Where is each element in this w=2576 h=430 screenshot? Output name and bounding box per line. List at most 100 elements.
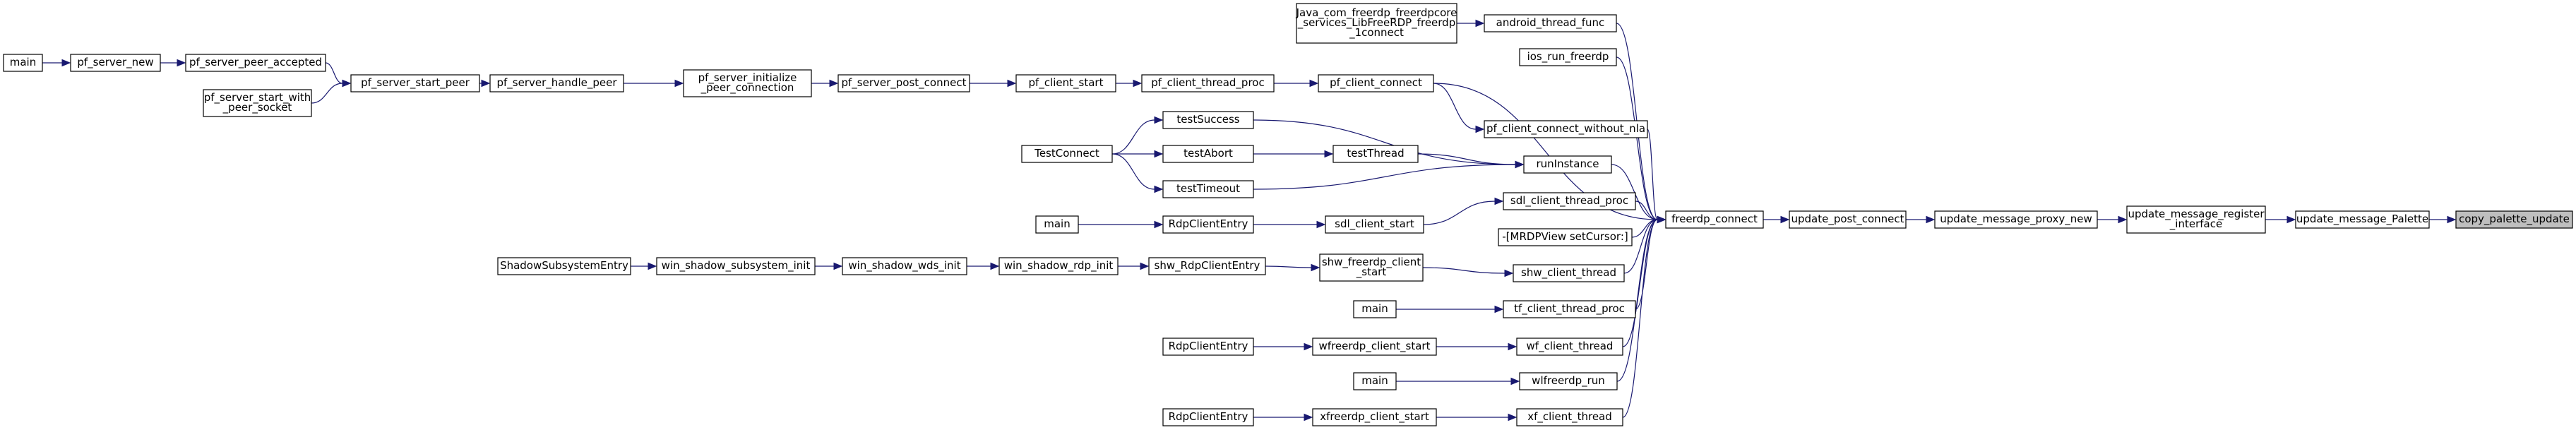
edge-arrowhead [1304, 342, 1313, 351]
node-ios-run-freerdp[interactable]: ios_run_freerdp [1519, 48, 1617, 66]
node-wf-client-thread[interactable]: wf_client_thread [1516, 338, 1623, 356]
edge-testconnect-to-testsuccess [1111, 116, 1164, 155]
edge-layer [42, 19, 2457, 422]
node-pf-client-connect-without-nla[interactable]: pf_client_connect_without_nla [1484, 120, 1648, 138]
node-box [1484, 120, 1648, 138]
edge-arrowhead [829, 79, 839, 88]
node-label: pf_client_start [1029, 76, 1104, 90]
node-copy-palette-update[interactable]: copy_palette_update [2455, 210, 2573, 229]
node-testsuccess[interactable]: testSuccess [1162, 111, 1254, 129]
node-rdpcliententry-2[interactable]: RdpClientEntry [1162, 338, 1254, 356]
edge-pf-server-new-to-pf-server-peer-accepted [160, 59, 186, 67]
node-box [842, 257, 967, 275]
node-mrdpview-setcursor[interactable]: -[MRDPView setCursor:] [1498, 228, 1633, 246]
node-pf-client-start[interactable]: pf_client_start [1015, 74, 1116, 92]
node-box [203, 89, 312, 117]
edge-arrowhead [990, 262, 1000, 270]
node-label: win_shadow_rdp_init [1004, 259, 1114, 273]
node-testabort[interactable]: testAbort [1162, 145, 1254, 163]
node-win-shadow-wds-init[interactable]: win_shadow_wds_init [842, 257, 967, 275]
node-label: xfreerdp_client_start [1320, 410, 1429, 424]
node-rdpcliententry-3[interactable]: RdpClientEntry [1162, 408, 1254, 426]
node-pf-server-initialize-peer-connection[interactable]: pf_server_initialize_peer_connection [683, 69, 812, 97]
edge-line [1647, 129, 1658, 220]
edge-pf-server-handle-peer-to-pf-server-initialize-peer-connection [624, 79, 684, 88]
edge-line [1433, 83, 1658, 220]
edge-arrowhead [1133, 79, 1143, 88]
node-box [837, 74, 970, 92]
node-win-shadow-rdp-init[interactable]: win_shadow_rdp_init [998, 257, 1119, 275]
node-label: android_thread_func [1496, 16, 1605, 30]
node-main-4[interactable]: main [1353, 372, 1397, 390]
node-pf-server-start-peer[interactable]: pf_server_start_peer [350, 74, 480, 92]
node-shw-rdpcliententry[interactable]: shw_RdpClientEntry [1148, 257, 1266, 275]
edge-update-post-connect-to-update-message-proxy-new [1906, 215, 1936, 224]
node-box [1162, 215, 1254, 234]
node-box [1035, 215, 1079, 234]
node-update-post-connect[interactable]: update_post_connect [1789, 210, 1907, 229]
node-label: pf_server_start_peer [361, 76, 470, 90]
edge-arrowhead [1515, 160, 1525, 169]
node-shw-freerdp-client-start[interactable]: shw_freerdp_client_start [1319, 253, 1424, 282]
node-shw-client-thread[interactable]: shw_client_thread [1513, 264, 1625, 282]
node-java-connect[interactable]: Java_com_freerdp_freerdpcore_services_Li… [1296, 3, 1457, 44]
edge-line [1616, 56, 1658, 220]
edge-sdl-client-start-to-sdl-client-thread-proc [1423, 197, 1504, 225]
edge-shadowsubsystementry-to-win-shadow-subsystem-init [631, 262, 657, 270]
edge-arrowhead [1475, 19, 1485, 28]
node-main-2[interactable]: main [1035, 215, 1079, 234]
node-shadowsubsystementry[interactable]: ShadowSubsystemEntry [497, 257, 631, 275]
node-label: wfreerdp_client_start [1319, 340, 1431, 353]
node-update-message-proxy-new[interactable]: update_message_proxy_new [1934, 210, 2098, 229]
node-freerdp-connect[interactable]: freerdp_connect [1665, 210, 1764, 229]
node-sdl-client-start[interactable]: sdl_client_start [1325, 215, 1424, 234]
node-rdpcliententry-1[interactable]: RdpClientEntry [1162, 215, 1254, 234]
edge-arrowhead [1309, 79, 1319, 88]
node-box [1318, 74, 1434, 92]
edge-arrowhead [1504, 269, 1514, 277]
node-pf-client-connect[interactable]: pf_client_connect [1318, 74, 1434, 92]
node-sdl-client-thread-proc[interactable]: sdl_client_thread_proc [1503, 192, 1636, 210]
node-box [70, 54, 161, 72]
edge-update-message-palette-to-copy-palette-update [2429, 215, 2457, 224]
node-xf-client-thread[interactable]: xf_client_thread [1516, 408, 1623, 426]
node-wfreerdp-client-start[interactable]: wfreerdp_client_start [1312, 338, 1437, 356]
edge-line [1111, 119, 1155, 155]
edge-arrowhead [1311, 263, 1320, 272]
edge-main-4-to-wlfreerdp-run [1396, 377, 1520, 386]
node-testconnect[interactable]: TestConnect [1021, 145, 1113, 163]
node-label: copy_palette_update [2459, 213, 2570, 226]
node-wlfreerdp-run[interactable]: wlfreerdp_run [1519, 372, 1618, 390]
edge-arrowhead [1140, 262, 1150, 270]
node-testthread[interactable]: testThread [1332, 145, 1419, 163]
node-tf-client-thread-proc[interactable]: tf_client_thread_proc [1503, 300, 1636, 318]
node-pf-server-start-with-peer-socket[interactable]: pf_server_start_with_peer_socket [203, 89, 312, 117]
edge-wfreerdp-client-start-to-wf-client-thread [1436, 342, 1517, 351]
node-pf-client-thread-proc[interactable]: pf_client_thread_proc [1141, 74, 1275, 92]
node-xfreerdp-client-start[interactable]: xfreerdp_client_start [1312, 408, 1437, 426]
node-box [1021, 145, 1113, 163]
node-pf-server-post-connect[interactable]: pf_server_post_connect [837, 74, 970, 92]
node-label: pf_server_peer_accepted [189, 56, 322, 69]
node-update-message-palette[interactable]: update_message_Palette [2295, 210, 2430, 229]
node-pf-server-new[interactable]: pf_server_new [70, 54, 161, 72]
edge-xfreerdp-client-start-to-xf-client-thread [1436, 413, 1517, 422]
node-pf-server-handle-peer[interactable]: pf_server_handle_peer [489, 74, 624, 92]
node-label: win_shadow_wds_init [848, 259, 960, 273]
edge-pf-client-thread-proc-to-pf-client-connect [1274, 79, 1319, 88]
node-main-1[interactable]: main [3, 54, 43, 72]
edge-arrowhead [481, 79, 491, 88]
node-update-message-register-interface[interactable]: update_message_register_interface [2126, 205, 2266, 234]
node-box [1312, 338, 1437, 356]
node-testtimeout[interactable]: testTimeout [1162, 180, 1254, 198]
edge-testconnect-to-testabort [1112, 150, 1164, 158]
node-label: sdl_client_start [1335, 217, 1414, 231]
node-pf-server-peer-accepted[interactable]: pf_server_peer_accepted [185, 54, 326, 72]
node-main-3[interactable]: main [1353, 300, 1397, 318]
node-win-shadow-subsystem-init[interactable]: win_shadow_subsystem_init [656, 257, 816, 275]
node-runinstance[interactable]: runInstance [1523, 155, 1612, 174]
node-android-thread-func[interactable]: android_thread_func [1484, 14, 1617, 32]
edge-testtimeout-to-runinstance [1253, 160, 1525, 190]
node-box [1319, 253, 1424, 282]
